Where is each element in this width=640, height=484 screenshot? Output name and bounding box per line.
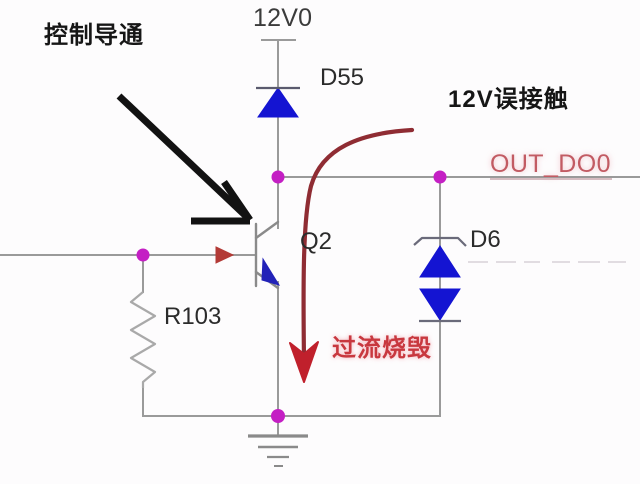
- q2-collector-lead: [254, 220, 280, 240]
- component-ref-d6: D6: [470, 226, 501, 253]
- annotation-control-on: 控制导通: [44, 22, 144, 49]
- overcurrent-arrowhead-icon: [289, 341, 319, 383]
- diode-d55-symbol: [256, 86, 300, 118]
- component-ref-r103: R103: [164, 303, 222, 330]
- junction-dot-base-node: [136, 248, 150, 262]
- junction-dot-out-node: [271, 170, 285, 184]
- resistor-r103-symbol: [129, 291, 157, 388]
- ground-symbol: [248, 434, 308, 467]
- junction-dot-ground-node: [271, 409, 285, 423]
- q2-emitter-arrow-icon: [261, 257, 281, 286]
- net-label-12v0: 12V0: [253, 4, 313, 32]
- annotation-misconnect-12v: 12V误接触: [448, 86, 569, 113]
- base-current-arrow-icon: [215, 246, 235, 264]
- diode-d6-symbol: [413, 236, 467, 323]
- wire-group: [0, 39, 640, 437]
- component-ref-q2: Q2: [300, 228, 333, 255]
- annotation-overcurrent-burnout: 过流烧毁: [332, 335, 432, 362]
- net-label-out-do0: OUT_DO0: [490, 150, 611, 178]
- control-annotation-arrow-icon: [116, 93, 253, 225]
- overcurrent-path-curve: [301, 127, 415, 363]
- component-ref-d55: D55: [320, 64, 365, 91]
- junction-dot-group: [136, 170, 447, 423]
- junction-dot-d6-node: [433, 170, 447, 184]
